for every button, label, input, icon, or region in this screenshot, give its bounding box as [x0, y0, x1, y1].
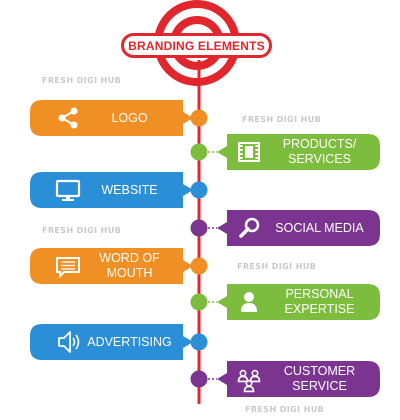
item-label-line: ADVERTISING	[87, 334, 172, 349]
item-label: ADVERTISING	[84, 324, 175, 360]
item-label-line: PRODUCTS/	[282, 137, 357, 151]
watermark: FRESH DIGI HUB	[242, 115, 322, 124]
branding-item-word-of-mouth	[30, 248, 193, 284]
item-label: WEBSITE	[84, 172, 175, 208]
item-label-line: WEBSITE	[101, 182, 158, 197]
title-pill: BRANDING ELEMENTS	[121, 33, 272, 58]
item-label-line: SOCIAL MEDIA	[275, 220, 364, 235]
magnifier-icon	[239, 217, 260, 238]
branding-item-logo	[30, 100, 193, 136]
watermark: FRESH DIGI HUB	[237, 262, 317, 271]
timeline-node	[190, 143, 208, 161]
item-label-line: WORD OF	[99, 251, 160, 265]
share-icon	[58, 107, 78, 129]
item-shape	[30, 100, 193, 136]
branding-item-website	[30, 172, 193, 208]
item-shape	[217, 284, 380, 320]
item-label: LOGO	[84, 100, 175, 136]
branding-item-advertising	[30, 324, 193, 360]
timeline-node	[190, 293, 208, 311]
timeline-node	[190, 181, 208, 199]
people-icon	[237, 369, 261, 393]
item-label: PRODUCTS/SERVICES	[265, 134, 374, 170]
branding-item-personal-expertise	[217, 284, 380, 320]
watermark: FRESH DIGI HUB	[42, 76, 122, 85]
branding-item-customer-service	[217, 361, 380, 397]
watermark: FRESH DIGI HUB	[245, 405, 325, 414]
item-label-line: PERSONAL	[285, 287, 354, 301]
diagram-title: BRANDING ELEMENTS	[128, 38, 265, 53]
item-shape	[217, 361, 380, 397]
film-icon	[238, 142, 260, 162]
person-icon	[241, 292, 257, 312]
speaker-icon	[58, 331, 80, 353]
item-label: SOCIAL MEDIA	[265, 210, 374, 246]
item-label-line: SERVICES	[288, 152, 351, 166]
watermark: FRESH DIGI HUB	[42, 226, 122, 235]
monitor-icon	[55, 179, 81, 201]
timeline-node	[190, 109, 208, 127]
item-label-line: EXPERTISE	[284, 302, 355, 316]
item-label-line: MOUTH	[106, 266, 153, 280]
branding-item-products-services	[217, 134, 380, 170]
timeline-node	[190, 257, 208, 275]
timeline-node	[190, 370, 208, 388]
chat-icon	[56, 257, 80, 279]
item-shape	[217, 210, 380, 246]
item-label-line: LOGO	[111, 110, 148, 125]
timeline-node	[190, 219, 208, 237]
timeline-node	[190, 333, 208, 351]
item-label-line: CUSTOMER	[283, 364, 356, 378]
item-label-line: SERVICE	[292, 379, 347, 393]
branding-item-social-media	[217, 210, 380, 246]
